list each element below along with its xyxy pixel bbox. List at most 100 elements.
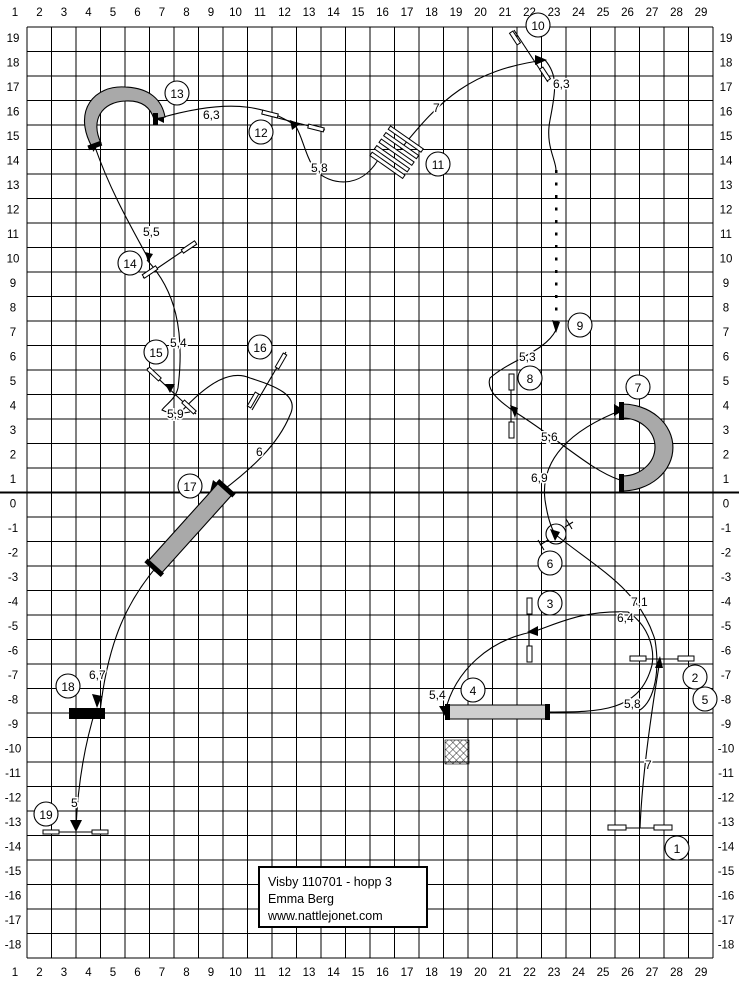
x-axis-label-top: 1 bbox=[12, 7, 18, 19]
distance-label: 5,4 bbox=[170, 336, 187, 350]
path-arrow bbox=[535, 55, 547, 65]
y-axis-label-right: -17 bbox=[718, 915, 735, 927]
svg-text:12: 12 bbox=[254, 126, 268, 140]
x-axis-label-top: 12 bbox=[278, 7, 291, 19]
distance-label: 6,4 bbox=[617, 611, 634, 625]
y-axis-label-left: -9 bbox=[8, 719, 18, 731]
x-axis-label-top: 10 bbox=[229, 7, 242, 19]
svg-text:5: 5 bbox=[702, 693, 709, 707]
x-axis-label-bottom: 6 bbox=[134, 967, 140, 979]
path-arrow bbox=[145, 252, 153, 262]
y-axis-label-left: 14 bbox=[7, 156, 20, 168]
obstacle-3-hurdle bbox=[526, 597, 533, 663]
x-axis-label-bottom: 24 bbox=[572, 967, 585, 979]
x-axis-label-bottom: 12 bbox=[278, 967, 291, 979]
x-axis-label-bottom: 7 bbox=[159, 967, 165, 979]
y-axis-label-right: -8 bbox=[721, 695, 731, 707]
y-axis-label-right: -5 bbox=[721, 621, 731, 633]
y-axis-label-right: -3 bbox=[721, 572, 731, 584]
course-info-judge: Emma Berg bbox=[268, 892, 334, 906]
y-axis-label-right: 4 bbox=[723, 401, 730, 413]
number-badge-5: 5 bbox=[692, 686, 718, 712]
x-axis-label-top: 23 bbox=[548, 7, 561, 19]
y-axis-label-right: 0 bbox=[723, 499, 729, 511]
path-segment-7 bbox=[514, 411, 621, 481]
x-axis-label-bottom: 13 bbox=[303, 967, 316, 979]
svg-text:2: 2 bbox=[692, 671, 699, 685]
y-axis-label-right: -7 bbox=[721, 670, 731, 682]
course-info-website: www.nattlejonet.com bbox=[268, 909, 383, 923]
table-zone bbox=[444, 739, 470, 765]
x-axis-label-bottom: 9 bbox=[208, 967, 214, 979]
y-axis-label-right: 11 bbox=[720, 229, 732, 241]
x-axis-label-top: 4 bbox=[85, 7, 92, 19]
y-axis-label-left: 3 bbox=[10, 425, 16, 437]
distance-label: 6,9 bbox=[531, 471, 548, 485]
number-badge-3: 3 bbox=[537, 590, 563, 616]
number-badge-7: 7 bbox=[625, 374, 651, 400]
number-badge-17: 17 bbox=[177, 473, 203, 499]
svg-text:15: 15 bbox=[149, 346, 163, 360]
x-axis-label-top: 11 bbox=[254, 7, 266, 19]
obstacle-1-hurdle bbox=[607, 824, 673, 831]
y-axis-label-right: -1 bbox=[721, 523, 731, 535]
obstacle-19-hurdle bbox=[42, 829, 109, 835]
y-axis-label-right: 10 bbox=[720, 254, 733, 266]
path-segment-17 bbox=[179, 374, 293, 492]
grid-labels: 1122334455667788991010111112121313141415… bbox=[5, 7, 735, 979]
obstacle-12-hurdle bbox=[261, 109, 326, 133]
weave-pole bbox=[555, 170, 558, 173]
y-axis-label-left: 10 bbox=[7, 254, 20, 266]
x-axis-label-bottom: 14 bbox=[327, 967, 340, 979]
obstacle-8-hurdle bbox=[508, 373, 515, 439]
y-axis-label-left: 0 bbox=[10, 499, 16, 511]
y-axis-label-right: 2 bbox=[723, 450, 729, 462]
y-axis-label-left: 19 bbox=[7, 33, 20, 45]
x-axis-label-bottom: 18 bbox=[425, 967, 438, 979]
y-axis-label-right: -10 bbox=[718, 744, 735, 756]
y-axis-label-right: 5 bbox=[723, 376, 729, 388]
number-badge-19: 19 bbox=[33, 801, 59, 827]
x-axis-label-bottom: 4 bbox=[85, 967, 92, 979]
x-axis-label-bottom: 21 bbox=[499, 967, 512, 979]
path-segment-8 bbox=[488, 329, 557, 413]
distance-label: 5,6 bbox=[541, 430, 558, 444]
y-axis-label-right: 18 bbox=[720, 58, 733, 70]
weave-pole bbox=[555, 307, 558, 311]
svg-text:4: 4 bbox=[470, 684, 477, 698]
x-axis-label-bottom: 1 bbox=[12, 967, 18, 979]
x-axis-label-bottom: 5 bbox=[110, 967, 116, 979]
x-axis-label-top: 2 bbox=[36, 7, 42, 19]
obstacle-17-tunnel bbox=[144, 479, 236, 577]
y-axis-label-left: 11 bbox=[7, 229, 19, 241]
y-axis-label-left: -13 bbox=[5, 817, 22, 829]
path-segment-19 bbox=[75, 707, 97, 829]
path-segment-11 bbox=[399, 59, 546, 151]
path-arrow bbox=[552, 320, 560, 333]
x-axis-label-top: 13 bbox=[303, 7, 316, 19]
y-axis-label-right: -13 bbox=[718, 817, 735, 829]
obstacle-18-hurdle bbox=[69, 708, 105, 719]
obstacles bbox=[42, 29, 695, 835]
weave-pole bbox=[555, 207, 558, 211]
x-axis-label-bottom: 25 bbox=[597, 967, 610, 979]
obstacle-10-hurdle bbox=[508, 29, 552, 83]
y-axis-label-left: -16 bbox=[5, 891, 22, 903]
y-axis-label-left: -12 bbox=[5, 793, 22, 805]
path-arrow bbox=[527, 626, 538, 636]
y-axis-label-right: 19 bbox=[720, 33, 733, 45]
x-axis-label-top: 18 bbox=[425, 7, 438, 19]
y-axis-label-right: 15 bbox=[720, 131, 733, 143]
distance-label: 5,3 bbox=[519, 350, 536, 364]
y-axis-label-left: -6 bbox=[8, 646, 18, 658]
y-axis-label-left: -14 bbox=[5, 842, 22, 854]
y-axis-label-left: 9 bbox=[10, 278, 16, 290]
x-axis-label-top: 5 bbox=[110, 7, 116, 19]
y-axis-label-left: -10 bbox=[5, 744, 22, 756]
y-axis-label-right: -16 bbox=[718, 891, 735, 903]
number-badge-4: 4 bbox=[460, 677, 486, 703]
x-axis-label-bottom: 22 bbox=[523, 967, 536, 979]
y-axis-label-left: 12 bbox=[7, 205, 20, 217]
y-axis-label-right: 6 bbox=[723, 352, 729, 364]
weave-pole bbox=[555, 270, 558, 273]
